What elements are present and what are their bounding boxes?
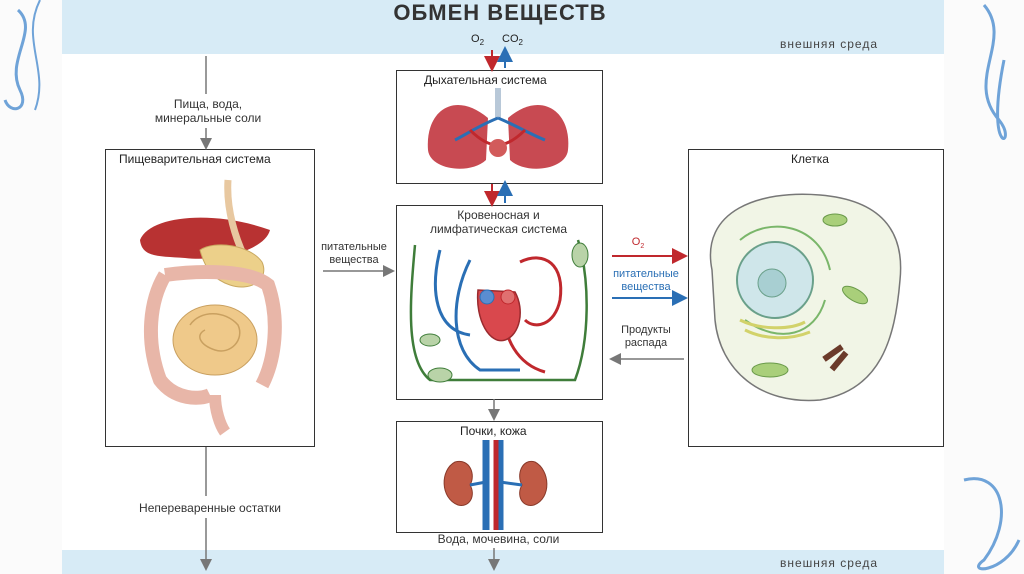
kidneys-illustration <box>443 440 548 530</box>
right-doodle-icon <box>963 4 1021 571</box>
o2-to-cell-label: O2 <box>631 236 645 251</box>
lungs-illustration <box>427 88 569 169</box>
environment-label-bottom: внешняя среда <box>780 556 879 570</box>
excreted-substances-label: Вода, мочевина, соли <box>437 532 560 546</box>
digestive-illustration <box>140 179 282 436</box>
cell-title: Клетка <box>791 152 829 166</box>
digestive-system-title: Пищеварительная система <box>119 152 271 166</box>
left-doodle-icon <box>3 0 41 111</box>
co2-label: CO2 <box>502 33 523 48</box>
excretory-system-title: Почки, кожа <box>460 424 527 438</box>
diagram-title: ОБМЕН ВЕЩЕСТВ <box>393 0 607 25</box>
undigested-remains-label: Непереваренные остатки <box>139 501 281 515</box>
food-input-label: Пища, вода,минеральные соли <box>154 97 262 125</box>
environment-label-top: внешняя среда <box>780 37 879 51</box>
respiratory-system-title: Дыхательная система <box>424 73 547 87</box>
o2-label: O2 <box>471 33 485 48</box>
cell-illustration <box>709 193 902 402</box>
top-environment-band <box>62 0 944 54</box>
circulatory-illustration <box>409 239 589 383</box>
